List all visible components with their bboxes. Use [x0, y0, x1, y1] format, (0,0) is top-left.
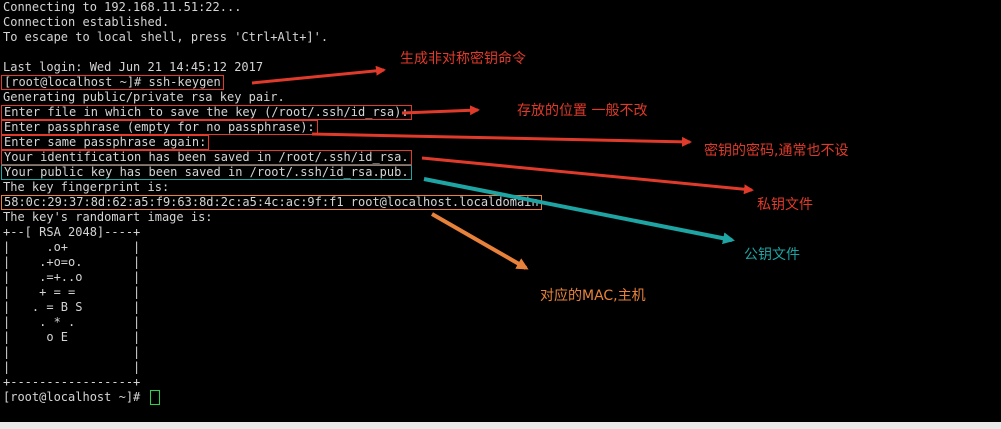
terminal-line: Connection established. — [3, 15, 170, 29]
shell-prompt: [root@localhost ~]# — [3, 390, 148, 404]
arrow-public-key — [423, 177, 735, 245]
arrow-save-location — [401, 105, 480, 116]
arrow-mac-host — [431, 212, 529, 270]
randomart-line: | + = = | — [3, 285, 141, 299]
terminal-line: Last login: Wed Jun 21 14:45:12 2017 — [3, 60, 264, 74]
arrow-keygen — [251, 65, 386, 85]
terminal-prompt-line: [root@localhost ~]# — [3, 390, 160, 405]
annotation-passphrase: 密钥的密码,通常也不设 — [704, 143, 849, 159]
terminal-line: Connecting to 192.168.11.51:22... — [3, 0, 242, 14]
terminal-output[interactable]: Connecting to 192.168.11.51:22... Connec… — [1, 0, 743, 420]
arrow-private-key — [421, 156, 754, 195]
terminal-line: Enter passphrase (empty for no passphras… — [1, 120, 318, 135]
randomart-line: +-----------------+ — [3, 375, 141, 389]
arrow-passphrase — [311, 132, 692, 147]
terminal-line: Your identification has been saved in /r… — [1, 150, 412, 165]
annotation-private-key: 私钥文件 — [757, 197, 813, 213]
randomart-line: | | — [3, 345, 141, 359]
terminal-line: Your public key has been saved in /root/… — [1, 165, 412, 180]
terminal-line: [root@localhost ~]# ssh-keygen — [1, 75, 224, 90]
annotation-save-location: 存放的位置 一般不改 — [517, 103, 648, 119]
key-fingerprint: 58:0c:29:37:8d:62:a5:f9:63:8d:2c:a5:4c:a… — [1, 195, 542, 210]
window-bottom-edge — [0, 422, 1001, 429]
terminal-line: Enter same passphrase again: — [1, 135, 210, 150]
passphrase-confirm-prompt: Enter same passphrase again: — [1, 135, 210, 150]
terminal-cursor[interactable] — [149, 390, 160, 405]
keygen-command: [root@localhost ~]# ssh-keygen — [1, 75, 224, 90]
randomart-line: | . * . | — [3, 315, 141, 329]
private-key-saved: Your identification has been saved in /r… — [1, 150, 412, 165]
randomart-line: | .=+..o | — [3, 270, 141, 284]
terminal-line: 58:0c:29:37:8d:62:a5:f9:63:8d:2c:a5:4c:a… — [1, 195, 542, 210]
randomart-line: | o E | — [3, 330, 141, 344]
annotation-keygen: 生成非对称密钥命令 — [400, 51, 526, 67]
annotation-public-key: 公钥文件 — [744, 247, 800, 263]
terminal-line: Generating public/private rsa key pair. — [3, 90, 285, 104]
randomart-line: | .+o=o. | — [3, 255, 141, 269]
randomart-line: +--[ RSA 2048]----+ — [3, 225, 141, 239]
annotation-mac-host: 对应的MAC,主机 — [540, 288, 646, 304]
terminal-line: The key fingerprint is: — [3, 180, 170, 194]
terminal-line: The key's randomart image is: — [3, 210, 213, 224]
passphrase-prompt: Enter passphrase (empty for no passphras… — [1, 120, 318, 135]
randomart-line: | . = B S | — [3, 300, 141, 314]
randomart-line: | .o+ | — [3, 240, 141, 254]
public-key-saved: Your public key has been saved in /root/… — [1, 165, 412, 180]
terminal-line: To escape to local shell, press 'Ctrl+Al… — [3, 30, 329, 44]
randomart-line: | | — [3, 360, 141, 374]
